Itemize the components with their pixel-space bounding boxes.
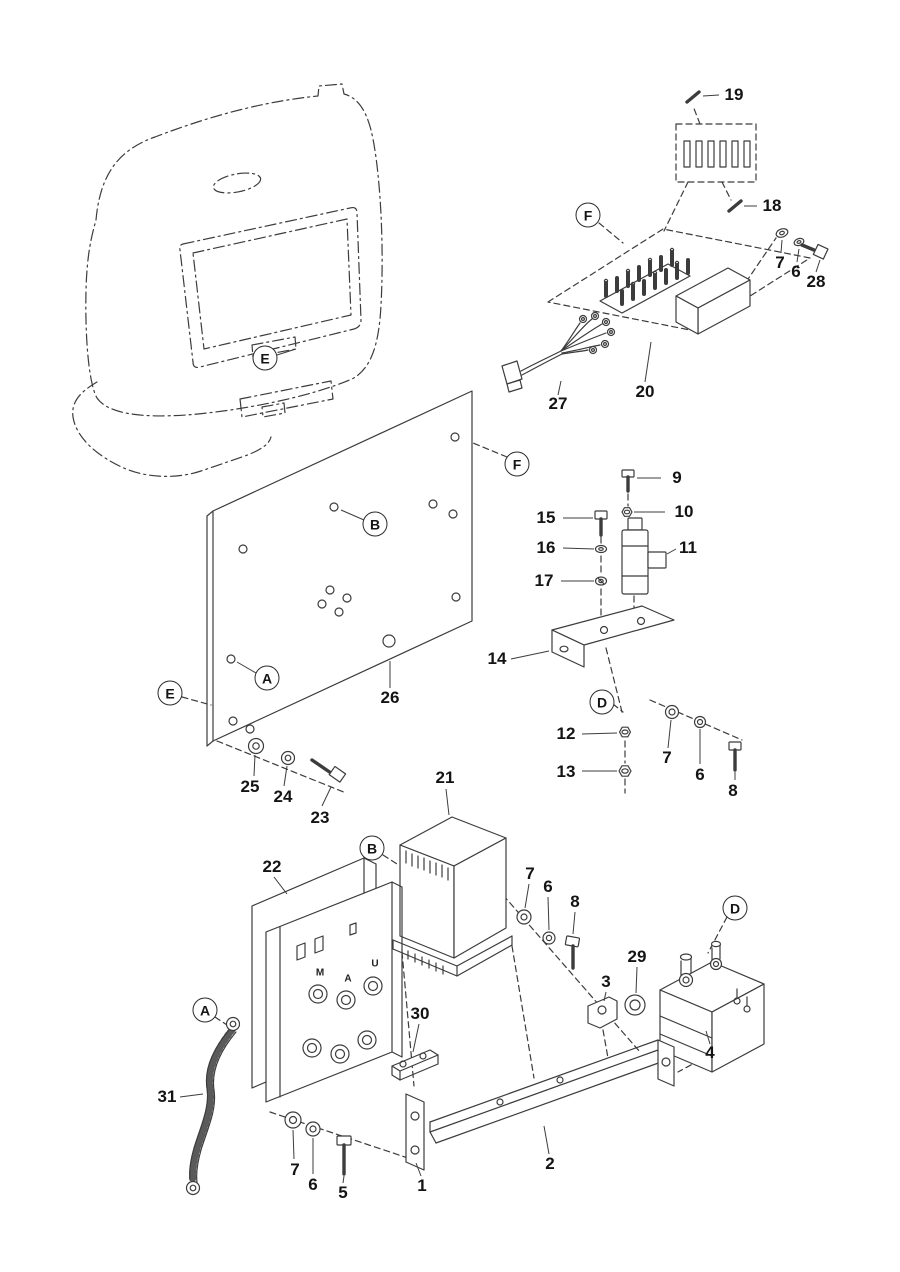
washer-25: [247, 737, 265, 755]
part-label-5: 5: [338, 1183, 348, 1202]
part-label-14: 14: [487, 649, 507, 668]
fuse-pin-18: [727, 199, 743, 213]
relay-cover-box: [675, 267, 751, 335]
fuse-pin-19: [685, 90, 701, 104]
bolt-15: [594, 510, 608, 537]
part-label-3: 3: [601, 972, 611, 991]
part-label-18: 18: [762, 196, 782, 215]
bolt-23: [310, 758, 347, 783]
washer-6-bottom-left: [305, 1121, 321, 1137]
part-label-7: 7: [662, 748, 672, 767]
nut-10: [621, 507, 633, 517]
part-label-17: 17: [534, 571, 554, 590]
washer-7-top: [775, 228, 789, 238]
terminal-marking-A: A: [344, 973, 352, 985]
washer-7-bottom-left: [284, 1111, 302, 1129]
fuse-block-20: [599, 247, 691, 314]
ground-strap-31: [185, 1016, 241, 1196]
grommet-29: [624, 994, 646, 1016]
part-label-6: 6: [543, 877, 553, 896]
wire-harness-27: [501, 311, 616, 393]
part-label-26: 26: [380, 688, 400, 707]
callout-E: E: [252, 345, 278, 371]
part-label-13: 13: [556, 762, 576, 781]
bolt-5: [336, 1135, 352, 1176]
callout-E: E: [157, 680, 183, 706]
part-label-28: 28: [806, 272, 826, 291]
fuse-panel-plane: [547, 228, 811, 332]
cab-rear-outline: [72, 83, 383, 477]
nut-12: [618, 726, 632, 738]
part-label-24: 24: [273, 787, 293, 806]
part-label-8: 8: [570, 892, 580, 911]
part-label-6: 6: [791, 262, 801, 281]
switch-11: [621, 517, 667, 595]
washer-6-mid: [693, 715, 707, 729]
callout-A: A: [254, 665, 280, 691]
part-label-8: 8: [728, 781, 738, 800]
callout-F: F: [575, 202, 601, 228]
part-label-21: 21: [435, 768, 455, 787]
part-label-15: 15: [536, 508, 556, 527]
part-label-12: 12: [556, 724, 576, 743]
nut-13: [618, 765, 632, 777]
washer-6-bottom-mid: [542, 931, 556, 945]
lock-washer-17: [594, 576, 608, 586]
callout-F: F: [504, 451, 530, 477]
part-label-2: 2: [545, 1154, 555, 1173]
part-label-31: 31: [157, 1087, 177, 1106]
part-label-7: 7: [525, 864, 535, 883]
part-label-6: 6: [308, 1175, 318, 1194]
mounting-rail-2: [429, 1039, 675, 1144]
part-label-6: 6: [695, 765, 705, 784]
bolt-8-mid: [728, 741, 742, 772]
part-label-22: 22: [262, 857, 282, 876]
terminal-marking-U: U: [371, 958, 379, 970]
part-label-16: 16: [536, 538, 556, 557]
bolt-8-bottom-mid: [564, 935, 581, 970]
callout-B: B: [359, 835, 385, 861]
motor-controller-unit: [265, 881, 403, 1103]
part-label-25: 25: [240, 777, 260, 796]
callout-A: A: [192, 997, 218, 1023]
part-label-1: 1: [417, 1176, 427, 1195]
bracket-3: [587, 996, 618, 1029]
part-label-9: 9: [672, 468, 682, 487]
controller-box-21: [392, 816, 513, 977]
washer-7-bottom-mid: [516, 909, 532, 925]
callout-D: D: [722, 895, 748, 921]
part-label-30: 30: [410, 1004, 430, 1023]
part-label-19: 19: [724, 85, 744, 104]
part-label-27: 27: [548, 394, 568, 413]
part-label-29: 29: [627, 947, 647, 966]
part-label-23: 23: [310, 808, 330, 827]
part-label-10: 10: [674, 502, 694, 521]
part-label-20: 20: [635, 382, 655, 401]
part-label-7: 7: [775, 253, 785, 272]
part-label-7: 7: [290, 1160, 300, 1179]
part-label-11: 11: [679, 538, 697, 557]
washer-16: [594, 544, 608, 554]
part-label-4: 4: [705, 1043, 715, 1062]
callout-B: B: [362, 511, 388, 537]
fuse-box-icon: [675, 90, 757, 213]
mounting-plate-26: [206, 390, 473, 747]
screw-28: [800, 243, 829, 260]
callout-D: D: [589, 689, 615, 715]
leader-lines: [179, 94, 821, 1184]
terminal-marking-M: M: [315, 967, 325, 979]
washer-24: [280, 750, 296, 766]
washer-7-mid: [664, 704, 680, 720]
bracket-14: [551, 605, 675, 668]
clip-30: [391, 1049, 439, 1081]
screw-9: [621, 469, 635, 493]
bracket-1: [405, 1093, 425, 1171]
